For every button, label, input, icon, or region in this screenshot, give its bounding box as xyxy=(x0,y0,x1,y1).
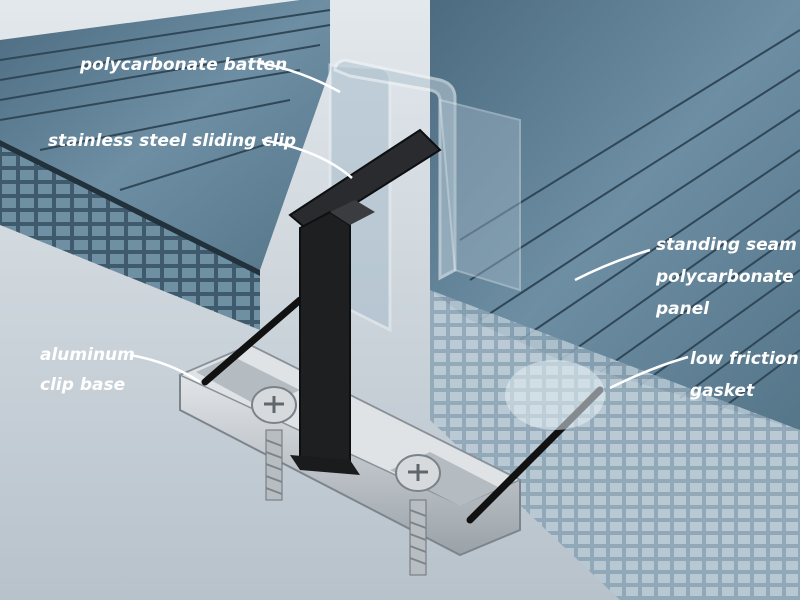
stainless-steel-sliding-clip xyxy=(288,128,442,475)
left-panel-edge-top xyxy=(0,140,260,276)
left-panel-top xyxy=(0,0,330,270)
label-base-line1: aluminum xyxy=(40,345,135,365)
right-panel-ribs xyxy=(459,29,800,411)
leader-lines xyxy=(129,61,689,390)
label-panel-line1: standing seam xyxy=(656,235,797,255)
screw-left xyxy=(251,386,297,501)
label-base-line2: clip base xyxy=(40,375,125,395)
label-stainless-steel-sliding-clip: stainless steel sliding clip xyxy=(48,131,296,151)
label-gasket-line1: low friction xyxy=(690,349,799,369)
label-polycarbonate-batten: polycarbonate batten xyxy=(79,55,287,75)
right-panel-edge-cells xyxy=(430,290,800,600)
label-panel-line2: polycarbonate xyxy=(655,267,794,287)
label-panel-line3: panel xyxy=(655,299,710,319)
left-panel-edge-cells xyxy=(0,140,260,330)
right-panel-top xyxy=(430,0,800,430)
low-friction-gasket xyxy=(505,360,605,430)
screw-right xyxy=(395,454,441,576)
left-panel-ribs xyxy=(0,9,331,191)
label-gasket-line2: gasket xyxy=(690,381,755,401)
